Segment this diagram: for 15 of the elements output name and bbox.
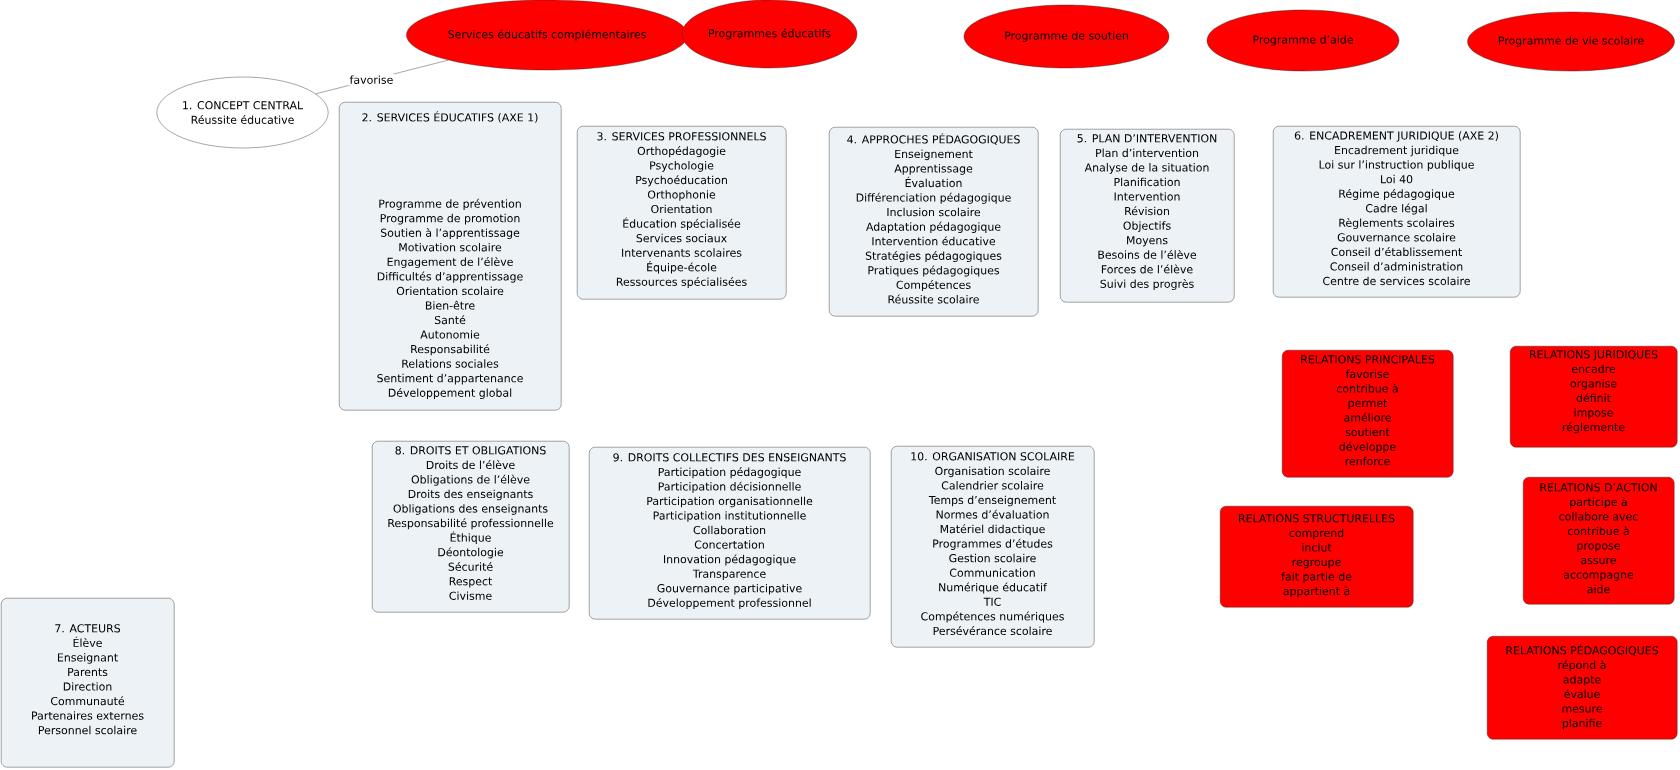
category-box: 4. APPROCHES PÉDAGOGIQUES Enseignement Apprentissage Évaluation Différenciation pédagogique Inclusion scolaire Adaptation pédagogique Intervention éducative Stratégies pédagogiques Pratiques pédagogiques Compétences Réussite scolaire: [829, 127, 1039, 317]
category-box: 10. ORGANISATION SCOLAIRE Organisation scolaire Calendrier scolaire Temps d’enseignement Normes d’évaluation Matériel didactique Programmes d’études Gestion scolaire Communication Numérique éducatif TIC Compétences numériques Persévérance scolaire: [891, 446, 1095, 648]
category-box: 3. SERVICES PROFESSIONNELS Orthopédagogie Psychologie Psychoéducation Orthophonie Orientation Éducation spécialisée Services sociaux Intervenants scolaires Équipe-école Ressources spécialisées: [577, 126, 787, 300]
relations-box: RELATIONS PÉDAGOGIQUES répond à adapte évalue mesure planifie: [1487, 636, 1678, 740]
category-box: 6. ENCADREMENT JURIDIQUE (AXE 2) Encadrement juridique Loi sur l’instruction publique Loi 40 Régime pédagogique Cadre légal Règlements scolaires Gouvernance scolaire Conseil d’établissement Conseil d’administration Centre de services scolaire: [1273, 126, 1521, 298]
relations-box: RELATIONS STRUCTURELLES comprend inclut regroupe fait partie de appartient à: [1220, 506, 1414, 608]
category-box: 7. ACTEURS Élève Enseignant Parents Direction Communauté Partenaires externes Personnel scolaire: [1, 598, 175, 768]
relations-box: RELATIONS PRINCIPALES favorise contribue à permet améliore soutient développe renforce: [1282, 350, 1454, 478]
category-box: 9. DROITS COLLECTIFS DES ENSEIGNANTS Participation pédagogique Participation décisionnelle Participation organisationnelle Participation institutionnelle Collaboration Concertation Innovation pédagogique Transparence Gouvernance participative Développement professionnel: [589, 447, 871, 620]
relations-box: RELATIONS D’ACTION participe à collabore avec contribue à propose assure accompagne aide: [1523, 477, 1675, 605]
relations-box: RELATIONS JURIDIQUES encadre organise définit impose réglemente: [1510, 346, 1678, 448]
category-box: 5. PLAN D’INTERVENTION Plan d’intervention Analyse de la situation Planification Intervention Révision Objectifs Moyens Besoins de l’élève Forces de l’élève Suivi des progrès: [1060, 129, 1235, 303]
category-box: 2. SERVICES ÉDUCATIFS (AXE 1) Programme de prévention Programme de promotion Soutien à l’apprentissage Motivation scolaire Engagement de l’élève Difficultés d’apprentissage Orientation scolaire Bien-être Santé Autonomie Responsabilité Relations sociales Sentiment d’appartenance Développement global: [339, 102, 562, 411]
category-box: 8. DROITS ET OBLIGATIONS Droits de l’élève Obligations de l’élève Droits des enseignants Obligations des enseignants Responsabilité professionnelle Éthique Déontologie Sécurité Respect Civisme: [372, 441, 570, 613]
edge-label: favorise: [348, 73, 395, 86]
